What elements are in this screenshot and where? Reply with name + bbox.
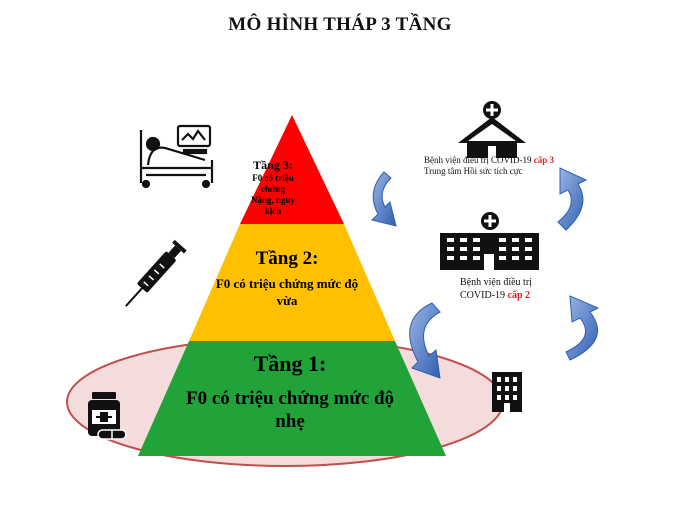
tier1-trapezoid <box>138 341 446 456</box>
level3-badge: cấp 3 <box>533 155 554 165</box>
tier2-trapezoid <box>189 224 395 341</box>
arrow-down-left-top <box>371 171 397 227</box>
level2-line1: Bệnh viện điều trị <box>460 277 532 288</box>
level2-line2: COVID-19 <box>460 290 508 301</box>
arrow-up-right-top <box>557 167 588 231</box>
syringe-icon <box>125 239 187 307</box>
arrow-up-left-bottom <box>565 295 600 361</box>
tier1-text: F0 có triệu chứng mức độ nhẹ <box>185 388 395 432</box>
tier1-heading: Tầng 1: <box>253 351 327 376</box>
hospital-level3-icon <box>458 101 526 158</box>
tier2-text: F0 có triệu chứng mức độ vừa <box>215 276 359 308</box>
level3-facility-label: Bệnh viện điều trị COVID-19 cấp 3 Trung … <box>424 155 594 177</box>
hospital-level2-icon <box>440 212 539 270</box>
tier3-label: Tầng 3: F0 có triệu chứng Nặng, nguy kịc… <box>250 158 296 217</box>
clinic-building-icon <box>492 372 522 412</box>
tier2-label: Tầng 2: F0 có triệu chứng mức độ vừa <box>212 248 362 309</box>
hospital-bed-icon <box>139 124 214 189</box>
level3-line2: Trung tâm Hồi sức tích cực <box>424 166 523 176</box>
medicine-icon <box>88 392 127 440</box>
tier1-label: Tầng 1: F0 có triệu chứng mức độ nhẹ <box>180 352 400 433</box>
level2-badge: cấp 2 <box>507 290 531 301</box>
diagram-title: MÔ HÌNH THÁP 3 TẦNG <box>228 14 452 35</box>
tier3-triangle <box>240 115 344 224</box>
arrow-down-right-bottom <box>409 302 441 379</box>
tier3-text: F0 có triệu chứng Nặng, nguy kịch <box>250 173 295 216</box>
tier3-heading: Tầng 3: <box>253 158 293 172</box>
tier2-heading: Tầng 2: <box>255 248 319 269</box>
level3-line1: Bệnh viện điều trị COVID-19 <box>424 155 534 165</box>
level2-facility-label: Bệnh viện điều trị COVID-19 cấp 2 <box>460 276 580 302</box>
